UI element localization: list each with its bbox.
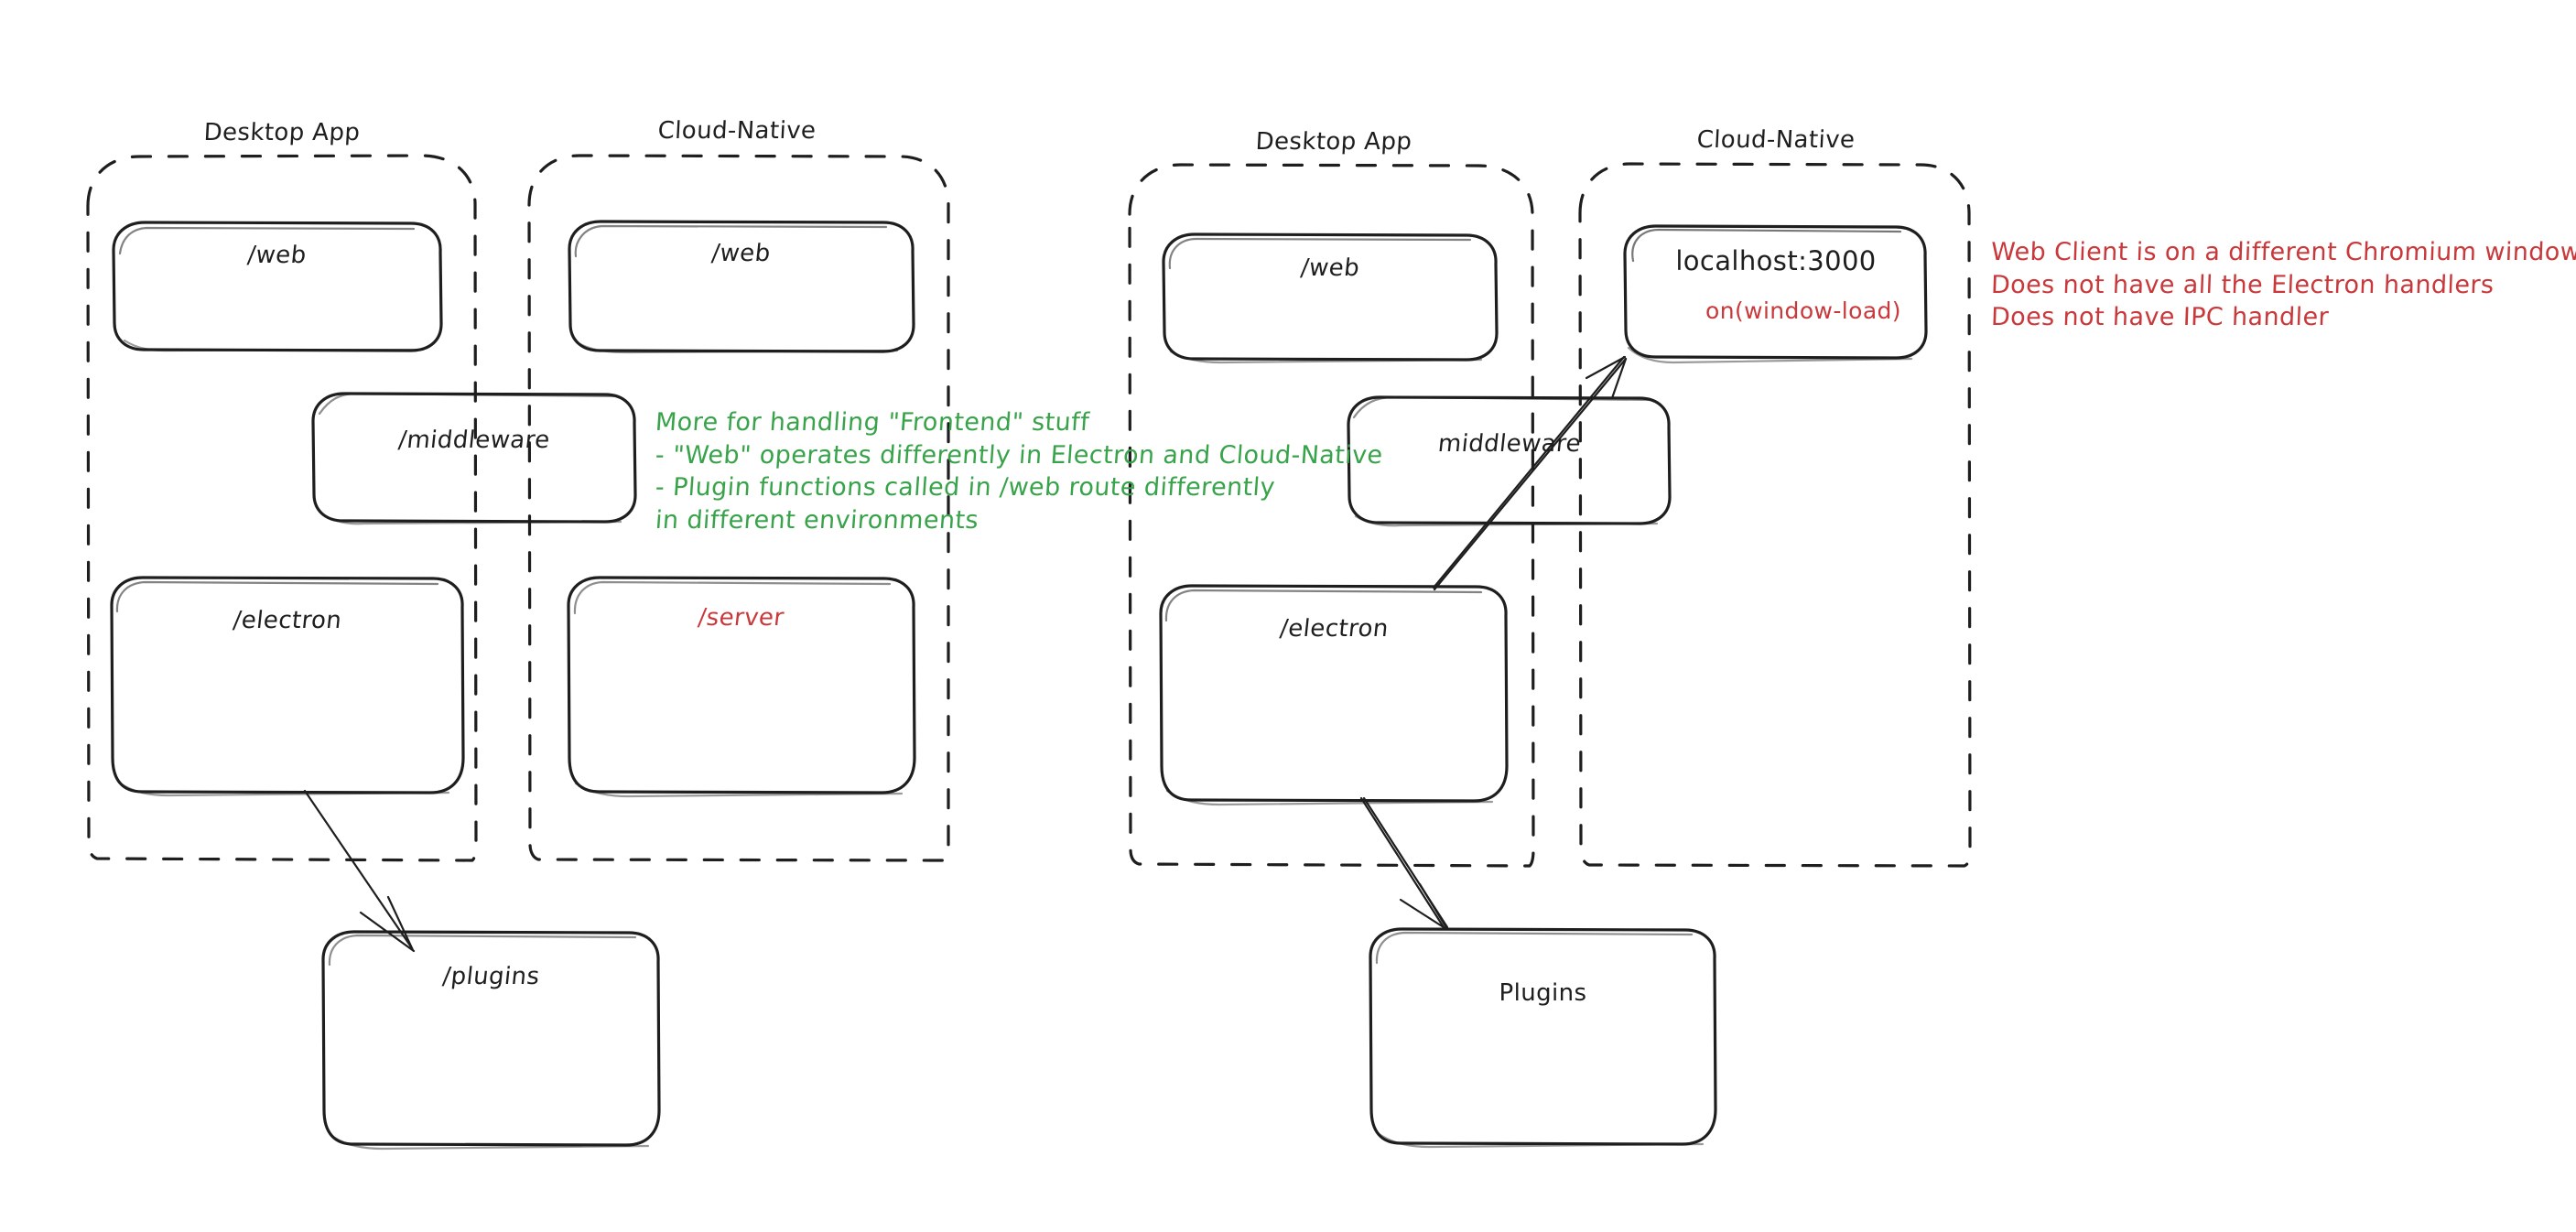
- node-box-right-middleware: [1347, 395, 1672, 527]
- node-box-left-electron: [110, 576, 465, 797]
- group-box-left-cloud: [527, 154, 950, 862]
- node-box-right-electron: [1159, 584, 1509, 806]
- annotation-green-line-1: More for handling "Frontend" stuff: [654, 408, 1091, 437]
- node-label-right-desktop-web: /web: [1299, 254, 1361, 282]
- node-box-left-desktop-web: [112, 221, 443, 352]
- node-box-right-localhost: [1623, 224, 1928, 364]
- group-box-left-desktop: [86, 154, 478, 862]
- group-box-right-desktop: [1128, 163, 1535, 868]
- group-title-left-desktop: Desktop App: [202, 119, 362, 146]
- annotation-green: More for handling "Frontend" stuff - "We…: [654, 406, 1384, 537]
- annotation-red-line-2: Does not have all the Electron handlers: [1990, 270, 2495, 299]
- group-title-left-cloud: Cloud-Native: [656, 117, 817, 145]
- annotation-red-line-1: Web Client is on a different Chromium wi…: [1990, 238, 2576, 266]
- node-label-left-cloud-web: /web: [709, 240, 773, 267]
- annotation-red: Web Client is on a different Chromium wi…: [1990, 236, 2576, 334]
- annotation-green-line-2: - "Web" operates differently in Electron…: [654, 440, 1384, 470]
- annotation-red-line-3: Does not have IPC handler: [1990, 303, 2330, 332]
- edge-right-electron-to-plugins: [1359, 796, 1449, 931]
- node-label-left-middleware: /middleware: [396, 427, 552, 454]
- node-box-right-plugins: [1369, 927, 1717, 1149]
- node-box-right-desktop-web: [1162, 232, 1499, 364]
- node-sublabel-right-localhost: on(window-load): [1705, 297, 1901, 324]
- annotation-green-line-4: in different environments: [654, 505, 980, 535]
- node-box-left-cloud-web: [568, 220, 915, 354]
- node-label-right-localhost: localhost:3000: [1675, 245, 1877, 276]
- node-label-left-electron: /electron: [232, 607, 343, 634]
- annotation-green-line-3: - Plugin functions called in /web route …: [654, 473, 1276, 503]
- node-label-right-plugins: Plugins: [1499, 979, 1587, 1007]
- node-box-left-plugins: [321, 930, 661, 1151]
- group-box-right-cloud: [1578, 162, 1972, 868]
- node-label-right-electron: /electron: [1278, 615, 1391, 643]
- group-title-right-desktop: Desktop App: [1254, 128, 1413, 156]
- node-label-right-middleware: middleware: [1436, 430, 1583, 458]
- node-box-left-middleware: [311, 392, 637, 525]
- node-label-left-desktop-web: /web: [245, 242, 308, 269]
- node-label-left-plugins: /plugins: [440, 963, 542, 990]
- node-label-left-server: /server: [696, 604, 786, 632]
- node-box-left-server: [567, 576, 916, 798]
- group-title-right-cloud: Cloud-Native: [1695, 126, 1856, 154]
- edge-right-electron-to-localhost: [1432, 355, 1628, 591]
- edge-left-electron-to-plugins: [303, 789, 416, 953]
